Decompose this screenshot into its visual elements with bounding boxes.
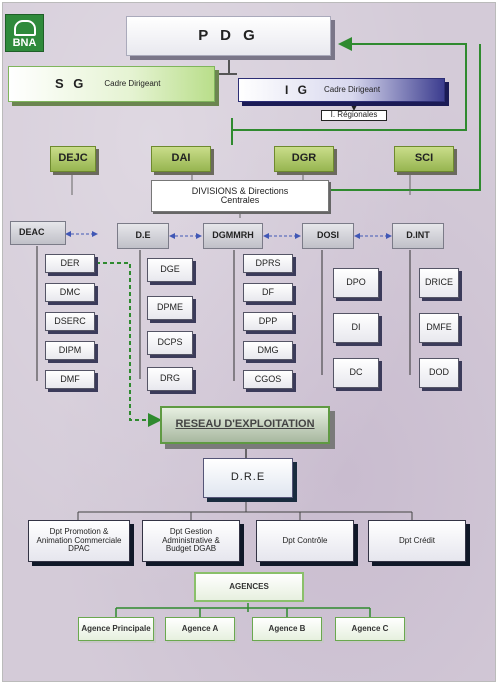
agences-label: AGENCES (229, 581, 269, 591)
dept-dpac[interactable]: Dpt Promotion & Animation Commerciale DP… (28, 520, 130, 562)
agency-label: Agence C (351, 623, 389, 633)
dejc-box[interactable]: DEJC (50, 146, 96, 172)
leaf-dge[interactable]: DGE (147, 258, 193, 282)
dept-label: Dpt Crédit (398, 535, 435, 545)
leaf-df[interactable]: DF (243, 283, 293, 302)
group-head-label: DEAC (19, 227, 45, 238)
leaf-dmg[interactable]: DMG (243, 341, 293, 360)
dept-label: Dpt Gestion Administrative & Budget DGAB (162, 527, 220, 554)
leaf-dmfe[interactable]: DMFE (419, 313, 459, 343)
leaf-label: DPP (258, 315, 278, 326)
leaf-label: DGE (160, 264, 180, 275)
sg-box[interactable]: S G Cadre Dirigeant (8, 66, 215, 102)
leaf-der[interactable]: DER (45, 254, 95, 273)
reseau-label: RESEAU D'EXPLOITATION (175, 418, 315, 431)
leaf-label: DRG (160, 373, 180, 384)
leaf-di[interactable]: DI (333, 313, 379, 343)
regional-inspections-label: I. Régionales (330, 110, 378, 120)
divisions-box[interactable]: DIVISIONS & Directions Centrales (151, 180, 329, 212)
leaf-label: DI (351, 322, 361, 333)
leaf-drg[interactable]: DRG (147, 367, 193, 391)
group-head-deac[interactable]: DEAC (10, 221, 66, 245)
leaf-label: DMG (257, 344, 279, 355)
logo-text: BNA (12, 37, 37, 49)
leaf-label: DER (60, 257, 80, 268)
agences-box[interactable]: AGENCES (194, 572, 304, 602)
sci-label: SCI (414, 152, 434, 165)
dre-label: D.R.E (230, 471, 266, 484)
leaf-dod[interactable]: DOD (419, 358, 459, 388)
ig-box[interactable]: I G Cadre Dirigeant (238, 78, 445, 102)
agency-label: Agence B (268, 623, 306, 633)
group-head-de[interactable]: D.E (117, 223, 169, 249)
leaf-label: DPO (346, 277, 366, 288)
group-head-dint[interactable]: D.INT (392, 223, 444, 249)
agency-principale[interactable]: Agence Principale (78, 617, 154, 641)
leaf-dserc[interactable]: DSERC (45, 312, 95, 331)
dai-label: DAI (171, 152, 191, 165)
leaf-drice[interactable]: DRICE (419, 268, 459, 298)
pdg-label: P D G (198, 27, 259, 45)
leaf-cgos[interactable]: CGOS (243, 370, 293, 389)
dejc-label: DEJC (58, 152, 88, 165)
dept-dgab[interactable]: Dpt Gestion Administrative & Budget DGAB (142, 520, 240, 562)
regional-inspections-box[interactable]: I. Régionales (321, 110, 387, 121)
group-head-dosi[interactable]: DOSI (302, 223, 354, 249)
sg-label: S G (55, 76, 87, 92)
leaf-dpo[interactable]: DPO (333, 268, 379, 298)
leaf-label: DMF (60, 373, 80, 384)
leaf-label: DCPS (157, 337, 183, 348)
leaf-label: DRICE (424, 277, 453, 288)
dai-box[interactable]: DAI (151, 146, 211, 172)
dre-box[interactable]: D.R.E (203, 458, 293, 498)
bna-logo: BNA (5, 14, 44, 52)
sci-box[interactable]: SCI (394, 146, 454, 172)
agency-a[interactable]: Agence A (165, 617, 235, 641)
agency-b[interactable]: Agence B (252, 617, 322, 641)
leaf-label: DIPM (58, 344, 82, 355)
agency-label: Agence A (181, 623, 219, 633)
leaf-label: DOD (429, 367, 449, 378)
bna-logo-icon (13, 20, 36, 36)
leaf-label: DPME (156, 302, 183, 313)
group-head-dgmmrh[interactable]: DGMMRH (203, 223, 263, 249)
leaf-dipm[interactable]: DIPM (45, 341, 95, 360)
dept-credit[interactable]: Dpt Crédit (368, 520, 466, 562)
leaf-dc[interactable]: DC (333, 358, 379, 388)
leaf-dpp[interactable]: DPP (243, 312, 293, 331)
reseau-exploitation-box[interactable]: RESEAU D'EXPLOITATION (160, 406, 330, 444)
leaf-dmf[interactable]: DMF (45, 370, 95, 389)
group-head-label: DGMMRH (212, 230, 254, 241)
leaf-label: DF (262, 286, 274, 297)
leaf-label: DC (349, 367, 363, 378)
leaf-label: CGOS (254, 373, 282, 384)
group-head-label: D.INT (406, 230, 430, 241)
divisions-label: DIVISIONS & Directions Centrales (191, 185, 289, 205)
group-head-label: DOSI (316, 230, 339, 241)
leaf-dmc[interactable]: DMC (45, 283, 95, 302)
ig-sublabel: Cadre Dirigeant (324, 84, 381, 94)
leaf-label: DPRS (255, 257, 281, 268)
agency-label: Agence Principale (81, 623, 151, 633)
dept-label: Dpt Promotion & Animation Commerciale DP… (36, 527, 122, 554)
dept-label: Dpt Contrôle (282, 535, 328, 545)
ig-label: I G (285, 82, 311, 97)
group-head-label: D.E (135, 230, 151, 241)
leaf-dprs[interactable]: DPRS (243, 254, 293, 273)
leaf-label: DMC (59, 286, 81, 297)
sg-sublabel: Cadre Dirigeant (104, 78, 161, 88)
pdg-box[interactable]: P D G (126, 16, 331, 56)
leaf-label: DSERC (54, 315, 86, 326)
dgr-label: DGR (291, 152, 317, 165)
leaf-dcps[interactable]: DCPS (147, 331, 193, 355)
dgr-box[interactable]: DGR (274, 146, 334, 172)
leaf-dpme[interactable]: DPME (147, 296, 193, 320)
leaf-label: DMFE (426, 322, 452, 333)
dept-controle[interactable]: Dpt Contrôle (256, 520, 354, 562)
agency-c[interactable]: Agence C (335, 617, 405, 641)
